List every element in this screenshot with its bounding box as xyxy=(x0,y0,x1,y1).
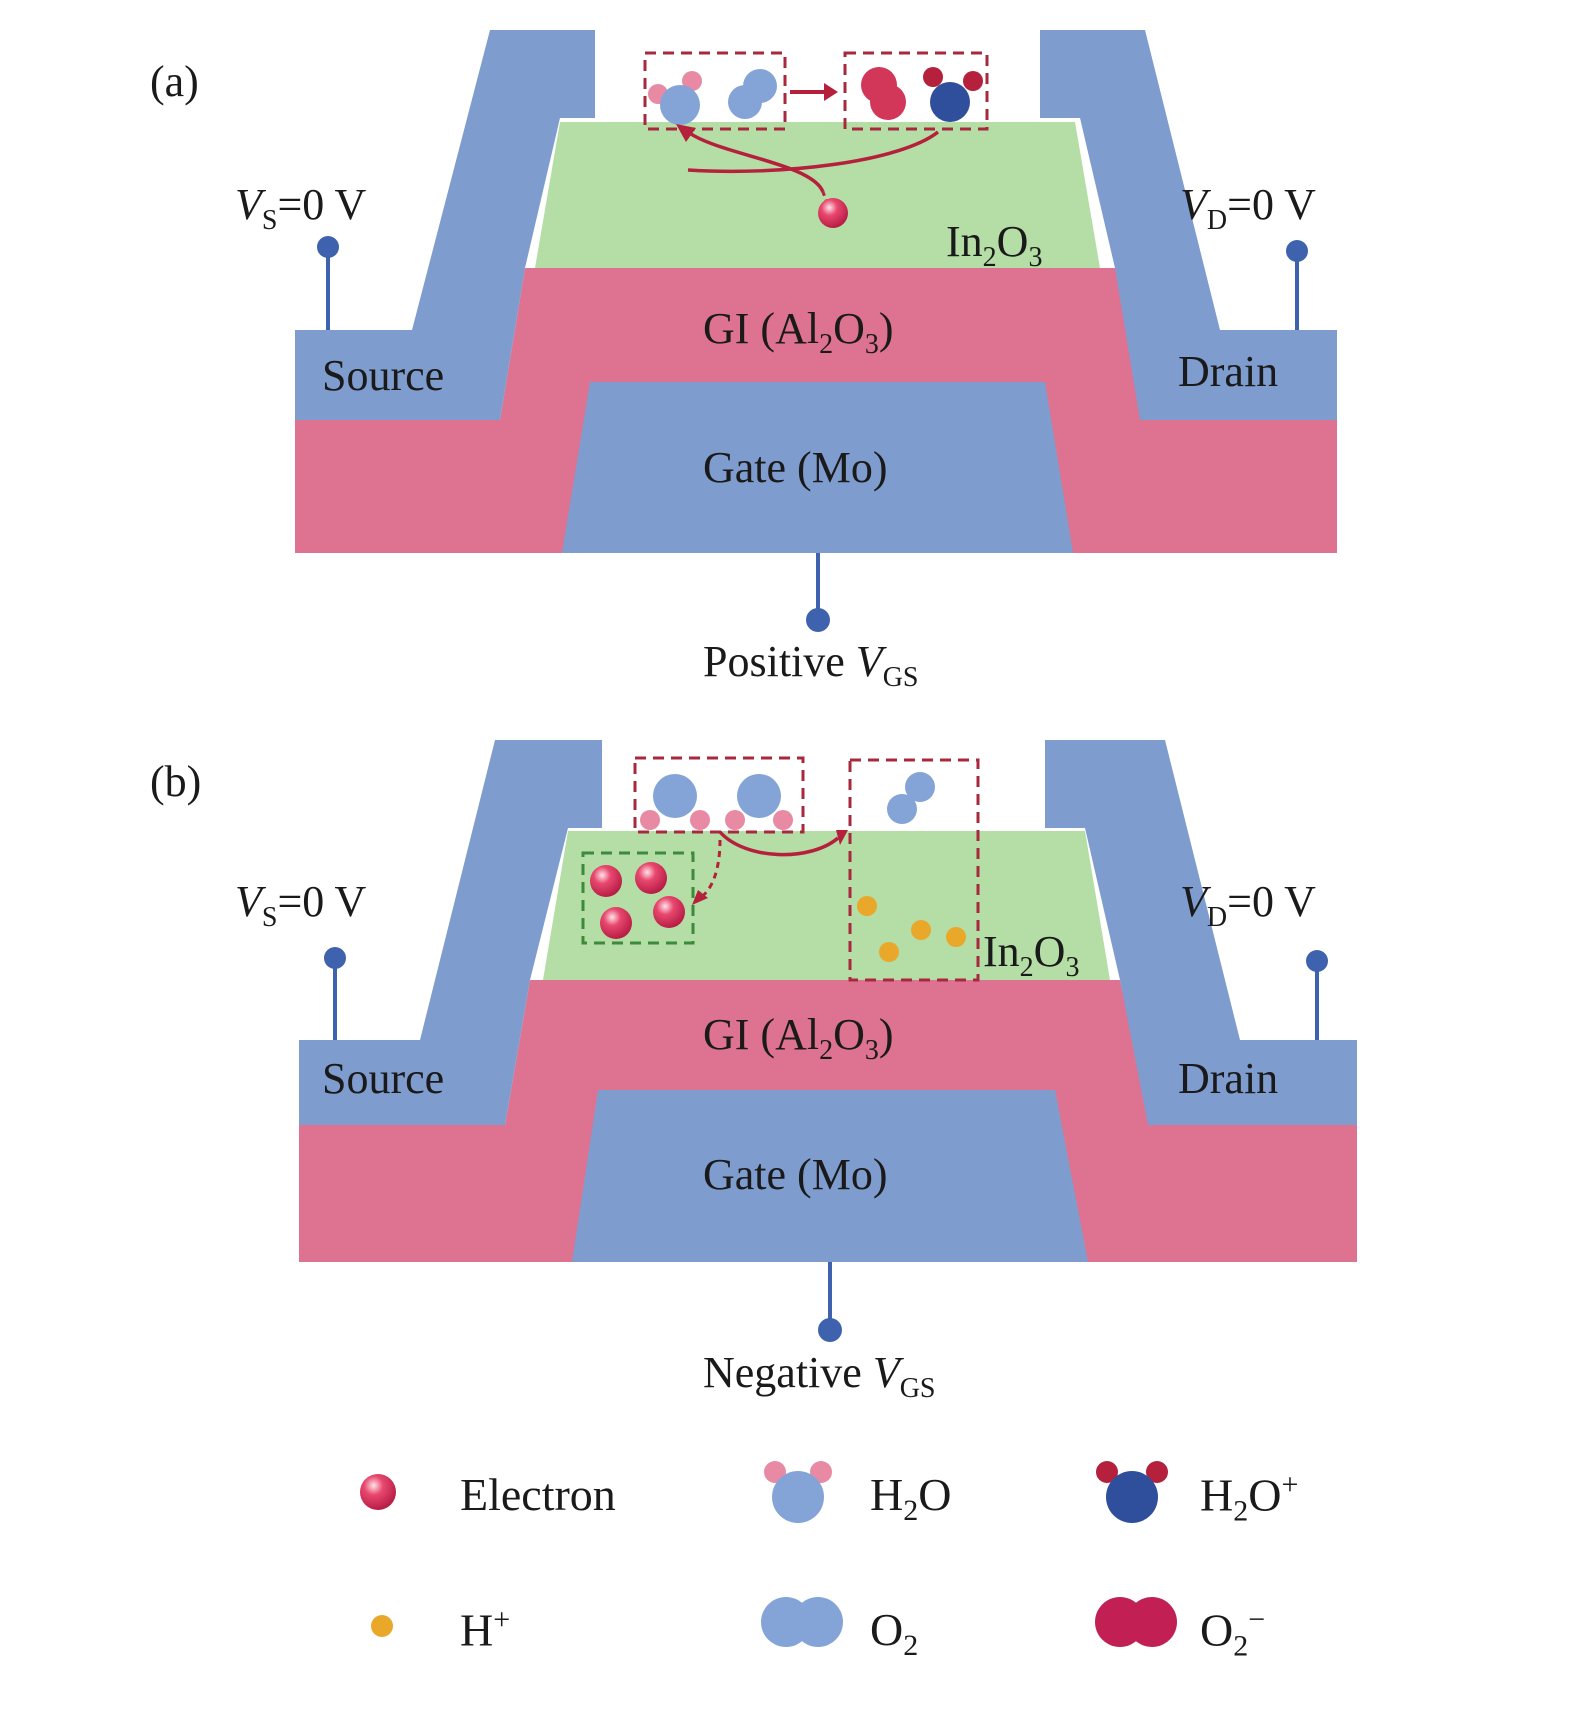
source-voltage-label: VS=0 V xyxy=(235,877,367,933)
electron xyxy=(653,896,685,928)
source-electrode xyxy=(299,740,602,1125)
panel-a-label: (a) xyxy=(150,57,199,106)
proton xyxy=(857,896,877,916)
legend-proton-icon xyxy=(371,1615,393,1637)
proton xyxy=(879,942,899,962)
proton xyxy=(946,927,966,947)
in2o3-channel xyxy=(535,122,1100,268)
legend-o2-label: O2 xyxy=(870,1604,919,1663)
electron-arrowhead xyxy=(676,124,696,142)
legend-electron-icon xyxy=(360,1474,396,1510)
source-terminal xyxy=(324,947,346,969)
gate-bias-label: Positive VGS xyxy=(703,637,919,693)
electron xyxy=(590,865,622,897)
h2o-molecule xyxy=(725,774,793,830)
drain-voltage-label: VD=0 V xyxy=(1180,180,1316,236)
proton xyxy=(911,920,931,940)
legend-electron-label: Electron xyxy=(460,1469,616,1520)
electron xyxy=(635,862,667,894)
electron-transfer-arrowhead xyxy=(692,890,708,905)
h2o-molecule xyxy=(640,774,710,830)
panel-b xyxy=(299,740,1357,1342)
electron-box xyxy=(581,851,695,945)
channel-label: In2O3 xyxy=(946,217,1043,273)
legend-h2o-icon xyxy=(764,1461,832,1523)
electron-path-arrow xyxy=(686,130,940,193)
gate-terminal xyxy=(818,1318,842,1342)
drain-label: Drain xyxy=(1178,347,1279,396)
h2o-plus-molecule xyxy=(923,67,983,122)
drain-terminal xyxy=(1306,950,1328,972)
gate-label: Gate (Mo) xyxy=(703,443,888,492)
legend-o2-minus-icon xyxy=(1095,1597,1177,1647)
source-label: Source xyxy=(322,1054,445,1103)
drain-terminal xyxy=(1286,240,1308,262)
legend-proton-label: H+ xyxy=(460,1603,511,1656)
drain-electrode xyxy=(1045,740,1357,1125)
legend-icons xyxy=(360,1461,1177,1647)
electron-path-dashed xyxy=(821,191,828,201)
gate-bias-label: Negative VGS xyxy=(703,1348,936,1404)
product-box xyxy=(843,51,989,131)
drain-voltage-label: VD=0 V xyxy=(1180,877,1316,933)
gate-electrode xyxy=(562,382,1073,553)
o2-minus-molecule xyxy=(861,67,906,120)
gate-electrode xyxy=(572,1090,1088,1262)
legend-h2o-label: H2O xyxy=(870,1469,952,1528)
proton-box xyxy=(848,758,980,982)
o2-molecule xyxy=(728,69,777,119)
source-label: Source xyxy=(322,351,445,400)
electron xyxy=(818,198,848,228)
panel-b-label: (b) xyxy=(150,757,202,806)
drain-label: Drain xyxy=(1178,1054,1279,1103)
reaction-arrow xyxy=(790,83,838,101)
legend-h2o-plus-icon xyxy=(1096,1461,1168,1523)
electron xyxy=(600,907,632,939)
o2-molecule xyxy=(887,772,935,824)
legend-h2o-plus-label: H2O+ xyxy=(1200,1468,1299,1528)
gate-terminal xyxy=(806,608,830,632)
channel-label: In2O3 xyxy=(983,927,1080,983)
reaction-arrowhead xyxy=(836,830,848,845)
panel-a xyxy=(295,30,1337,632)
source-electrode xyxy=(295,30,595,420)
reaction-arrow xyxy=(718,830,840,857)
legend-o2-minus-label: O2− xyxy=(1200,1603,1266,1663)
h2o-molecule xyxy=(648,71,702,125)
gate-label: Gate (Mo) xyxy=(703,1150,888,1199)
drain-electrode xyxy=(1040,30,1337,420)
source-voltage-label: VS=0 V xyxy=(235,180,367,236)
gate-insulator-label: GI (Al2O3) xyxy=(703,1010,894,1066)
legend-o2-icon xyxy=(761,1597,843,1647)
h2o-box xyxy=(633,756,805,834)
source-terminal xyxy=(317,236,339,258)
gate-insulator-label: GI (Al2O3) xyxy=(703,304,894,360)
